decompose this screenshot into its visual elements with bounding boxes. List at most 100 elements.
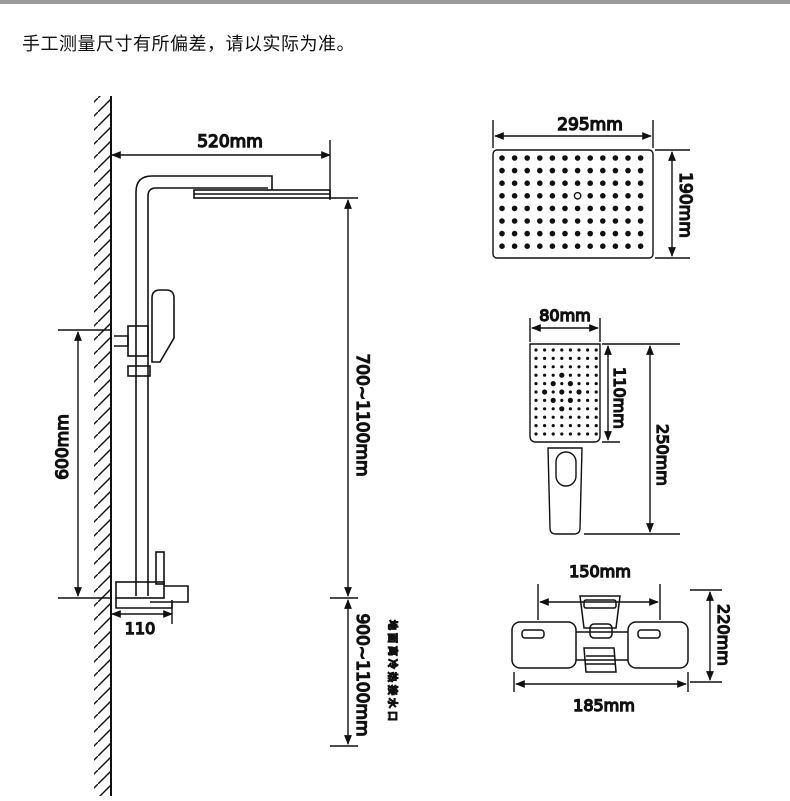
nozzle-dot: [577, 356, 581, 360]
nozzle-dot: [534, 382, 538, 386]
nozzle-dot: [511, 193, 518, 199]
nozzle-dot: [637, 218, 644, 224]
nozzle-dot: [534, 407, 538, 411]
nozzle-dot: [549, 193, 556, 199]
nozzle-dot: [574, 155, 581, 161]
nozzle-dot: [577, 348, 581, 352]
nozzle-dot: [559, 406, 565, 412]
nozzle-dot: [625, 167, 631, 174]
nozzle-dot: [587, 205, 593, 212]
nozzle-dot: [537, 155, 543, 161]
nozzle-dot: [600, 193, 606, 199]
nozzle-dot: [549, 218, 556, 224]
nozzle-dot: [587, 230, 593, 237]
nozzle-dot: [511, 243, 518, 249]
label-spout: 110: [125, 619, 156, 638]
nozzle-dot: [586, 365, 590, 369]
nozzle-dot: [568, 356, 573, 360]
label-arm-length: 520mm: [197, 132, 263, 152]
nozzle-dot: [499, 218, 505, 224]
nozzle-dot: [586, 390, 590, 394]
nozzle-dot: [637, 167, 644, 174]
nozzle-dot: [625, 180, 631, 186]
nozzle-dot: [524, 155, 530, 161]
nozzle-dot: [524, 218, 530, 224]
nozzle-dot: [551, 373, 555, 377]
nozzle-dot: [574, 218, 581, 224]
label-hand-head: 110mm: [610, 367, 629, 429]
nozzle-dot: [511, 205, 518, 212]
nozzle-dot: [574, 230, 581, 237]
nozzle-dot: [551, 390, 555, 394]
nozzle-dot: [587, 167, 593, 174]
nozzle-dot: [637, 243, 644, 249]
dim-arm-length: [111, 140, 331, 200]
nozzle-dot: [594, 356, 598, 360]
nozzle-dot: [524, 205, 530, 212]
nozzle-dot: [543, 415, 547, 419]
nozzle-dot: [524, 180, 530, 186]
nozzle-dot: [612, 243, 619, 249]
nozzle-dot: [550, 381, 556, 387]
nozzle-dot: [600, 167, 606, 174]
nozzle-dot: [587, 218, 593, 224]
nozzle-dot: [625, 193, 631, 199]
shower-head-plate: [492, 149, 654, 259]
dim-valve-spacing: [537, 584, 661, 620]
nozzle-dot: [594, 348, 598, 352]
nozzle-dot: [534, 373, 538, 377]
nozzle-dot: [560, 356, 564, 360]
nozzle-dot: [560, 382, 564, 386]
nozzle-dot: [537, 218, 543, 224]
label-lower-height: 900~1100mm: [352, 613, 372, 736]
dim-mount-height: [58, 329, 112, 599]
nozzle-dot: [637, 193, 644, 199]
label-hand-total: 250mm: [653, 424, 672, 486]
nozzle-dot: [568, 432, 573, 436]
nozzle-dot: [594, 365, 598, 369]
nozzle-dot: [534, 424, 538, 428]
nozzle-dot: [534, 348, 538, 352]
nozzle-dot: [549, 243, 556, 249]
nozzle-dot: [562, 167, 568, 174]
nozzle-dot: [594, 373, 598, 377]
nozzle-dot: [524, 167, 530, 174]
nozzle-dot: [537, 205, 543, 212]
nozzle-dot: [586, 382, 590, 386]
nozzle-dot: [568, 407, 573, 411]
nozzle-dot: [560, 424, 564, 428]
nozzle-dot: [543, 432, 547, 436]
nozzle-dot: [586, 432, 590, 436]
nozzle-dot: [562, 193, 568, 199]
dim-lower-height: [330, 599, 358, 747]
nozzle-dot: [511, 155, 518, 161]
nozzle-dot: [524, 230, 530, 237]
label-upper-height: 700~1100mm: [352, 353, 372, 476]
nozzle-dot: [576, 389, 582, 395]
nozzle-dot: [543, 348, 547, 352]
nozzle-dot: [594, 415, 598, 419]
nozzle-dot: [562, 243, 568, 249]
nozzle-dot: [549, 155, 556, 161]
nozzle-dot: [586, 398, 590, 402]
nozzle-dot: [594, 407, 598, 411]
nozzle-dot: [637, 205, 644, 212]
nozzle-dot: [543, 373, 547, 377]
nozzle-dot: [625, 155, 631, 161]
nozzle-dot: [587, 193, 593, 199]
label-valve-width: 185mm: [573, 696, 635, 715]
nozzle-dot: [560, 398, 564, 402]
nozzle-dot: [543, 356, 547, 360]
nozzle-dot: [511, 230, 518, 237]
dim-head-depth: [655, 149, 690, 259]
nozzle-dot: [537, 243, 543, 249]
nozzle-dot: [586, 415, 590, 419]
nozzle-dot: [511, 180, 518, 186]
nozzle-dot: [612, 230, 619, 237]
nozzle-dot: [499, 230, 505, 237]
nozzle-dot: [625, 205, 631, 212]
label-mount-height: 600mm: [53, 414, 73, 480]
nozzle-dot: [625, 230, 631, 237]
nozzle-dot: [600, 205, 606, 212]
nozzle-dot: [559, 389, 565, 395]
